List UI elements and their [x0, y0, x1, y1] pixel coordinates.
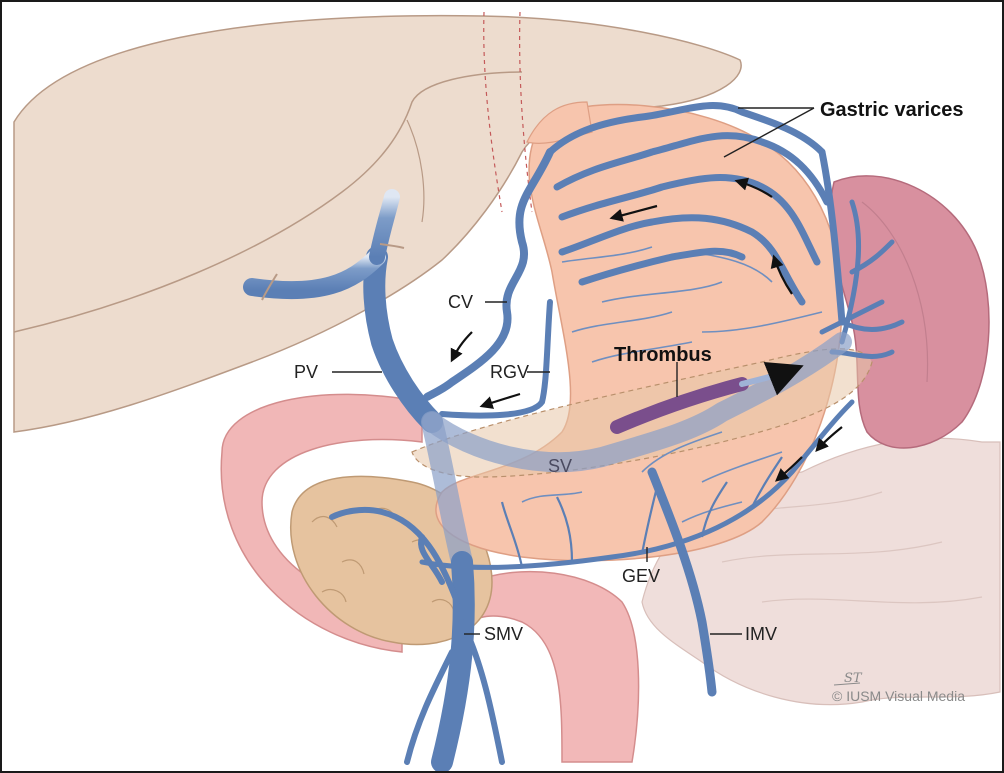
- label-rgv: RGV: [490, 362, 529, 382]
- label-imv: IMV: [745, 624, 777, 644]
- flow-arrow-cv: [452, 332, 472, 360]
- label-thrombus: Thrombus: [614, 344, 712, 366]
- label-gev: GEV: [622, 566, 660, 586]
- label-pv: PV: [294, 362, 318, 382]
- right-gastric-vein: [442, 302, 550, 416]
- label-smv: SMV: [484, 624, 523, 644]
- label-cv: CV: [448, 292, 473, 312]
- label-gastric-varices: Gastric varices: [820, 99, 963, 121]
- credit-line: © IUSM Visual Media: [832, 688, 965, 704]
- flow-arrow-rgv: [482, 394, 520, 406]
- label-sv: SV: [548, 456, 572, 476]
